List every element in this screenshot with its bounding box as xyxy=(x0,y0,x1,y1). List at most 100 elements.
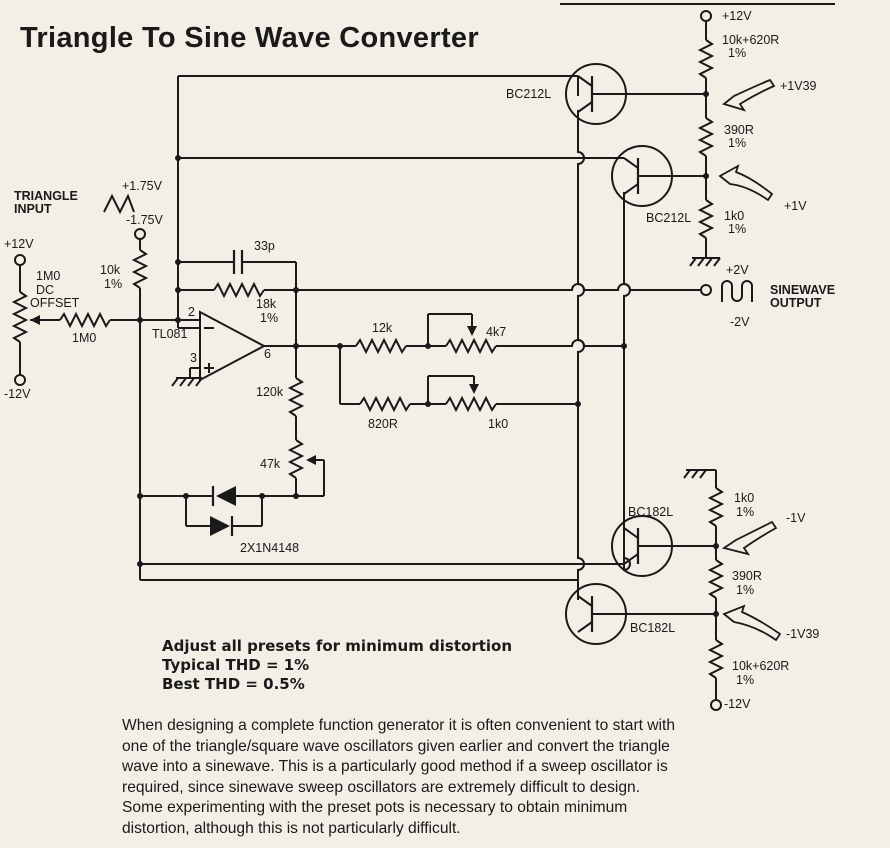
supply-label: +12V xyxy=(722,9,752,23)
output-high-label: +2V xyxy=(726,263,749,277)
sine-output-terminal[interactable] xyxy=(700,284,712,296)
page-title: Triangle To Sine Wave Converter xyxy=(20,22,479,54)
resistor-1k0-bot xyxy=(707,487,725,527)
pot-47k xyxy=(287,439,305,479)
sinewave-output-label: OUTPUT xyxy=(770,296,822,310)
caption-line: required, since sinewave sweep oscillato… xyxy=(122,778,641,796)
caption-line: one of the triangle/square wave oscillat… xyxy=(122,737,670,755)
ground-icon xyxy=(689,257,697,267)
junction xyxy=(713,543,719,549)
note-line: Typical THD = 1% xyxy=(162,656,310,674)
bottom-resistor-label: 10k+620R xyxy=(732,659,789,673)
junction xyxy=(703,91,709,97)
ground-icon xyxy=(699,469,707,479)
resistor-390-bot-label: 1% xyxy=(736,583,754,597)
arrow-icon xyxy=(722,78,776,112)
ground-icon xyxy=(713,257,721,267)
pot-4k7-label: 4k7 xyxy=(486,325,506,339)
resistor-1k0-bot-label: 1k0 xyxy=(734,491,754,505)
supply-label: -12V xyxy=(4,387,31,401)
resistor-120k-label: 120k xyxy=(256,385,284,399)
resistor-390-top xyxy=(697,117,715,157)
terminal-neg12-right xyxy=(710,699,722,711)
ground-icon xyxy=(187,377,195,387)
bottom-resistor-label: 1% xyxy=(736,673,754,687)
transistor-label: BC212L xyxy=(646,211,691,225)
voltage-label: +1V xyxy=(784,199,807,213)
arrow-icon xyxy=(721,520,778,556)
resistor-bottom xyxy=(707,639,725,679)
offset-pot-label: DC xyxy=(36,283,54,297)
transistor-lead xyxy=(577,101,593,113)
resistor-390-top-label: 390R xyxy=(724,123,754,137)
caption-line: wave into a sinewave. This is a particul… xyxy=(122,758,668,775)
input-resistor-label: 1% xyxy=(104,277,122,291)
output-low-label: -2V xyxy=(730,315,750,329)
note-line: Best THD = 0.5% xyxy=(162,675,305,693)
transistor-lead xyxy=(623,527,639,539)
resistor-top xyxy=(697,39,715,79)
caption-line: When designing a complete function gener… xyxy=(122,717,676,734)
voltage-label: -1V xyxy=(786,511,806,525)
transistor-label: BC212L xyxy=(506,87,551,101)
resistor-12k xyxy=(355,337,407,355)
pot-wiper-arrow xyxy=(467,326,477,336)
opamp-label: TL081 xyxy=(152,327,187,341)
adjustment-notes: Adjust all presets for minimum distortio… xyxy=(162,637,512,694)
voltage-label: -1V39 xyxy=(786,627,819,641)
description-paragraph: When designing a complete function gener… xyxy=(122,716,772,839)
resistor-12k-label: 12k xyxy=(372,321,393,335)
transistor-lead xyxy=(577,621,593,633)
arrow-icon xyxy=(722,604,782,642)
pot-1k0 xyxy=(445,395,497,413)
resistor-1k0-top-label: 1k0 xyxy=(724,209,744,223)
supply-label: -12V xyxy=(724,697,751,711)
terminal-pos12-right xyxy=(700,10,712,22)
feedback-resistor xyxy=(213,281,265,299)
resistor-820r xyxy=(359,395,411,413)
ground-icon xyxy=(179,377,187,387)
capacitor-label: 33p xyxy=(254,239,275,253)
resistor-390-bot xyxy=(707,559,725,599)
input-resistor xyxy=(131,249,149,289)
diodes-label: 2X1N4148 xyxy=(240,541,299,555)
ground-icon xyxy=(171,377,179,387)
voltage-label: +1V39 xyxy=(780,79,817,93)
junction xyxy=(183,493,189,499)
pin-label: 2 xyxy=(188,305,195,319)
triangle-wave-icon xyxy=(103,193,135,215)
junction xyxy=(713,611,719,617)
wire xyxy=(496,339,624,347)
resistor-1k0-bot-label: 1% xyxy=(736,505,754,519)
resistor-390-bot-label: 390R xyxy=(732,569,762,583)
terminal-neg12-left xyxy=(14,374,26,386)
resistor-390-top-label: 1% xyxy=(728,136,746,150)
diode-icon xyxy=(216,486,236,506)
transistor-label: BC182L xyxy=(630,621,675,635)
transistor-lead xyxy=(577,75,593,87)
feedback-resistor-label: 1% xyxy=(260,311,278,325)
top-resistor-label: 10k+620R xyxy=(722,33,779,47)
terminal-pos12-left xyxy=(14,254,26,266)
junction xyxy=(259,493,265,499)
offset-pot xyxy=(11,291,29,343)
resistor-120k xyxy=(287,377,305,417)
top-resistor-label: 1% xyxy=(728,46,746,60)
triangle-input-terminal[interactable] xyxy=(134,228,146,240)
input-resistor-label: 10k xyxy=(100,263,121,277)
pot-wiper-arrow xyxy=(306,455,316,465)
note-line: Adjust all presets for minimum distortio… xyxy=(162,637,513,655)
triangle-low-label: -1.75V xyxy=(126,213,163,227)
arrow-icon xyxy=(718,164,774,202)
supply-label: +12V xyxy=(4,237,34,251)
ground-icon xyxy=(697,257,705,267)
transistor-lead xyxy=(577,595,593,607)
ground-icon xyxy=(705,257,713,267)
triangle-high-label: +1.75V xyxy=(122,179,163,193)
offset-pot-label: 1M0 xyxy=(36,269,60,283)
triangle-input-label: INPUT xyxy=(14,202,52,216)
emitter-bus-left xyxy=(577,110,585,596)
resistor-1k0-top-label: 1% xyxy=(728,222,746,236)
junction xyxy=(703,173,709,179)
